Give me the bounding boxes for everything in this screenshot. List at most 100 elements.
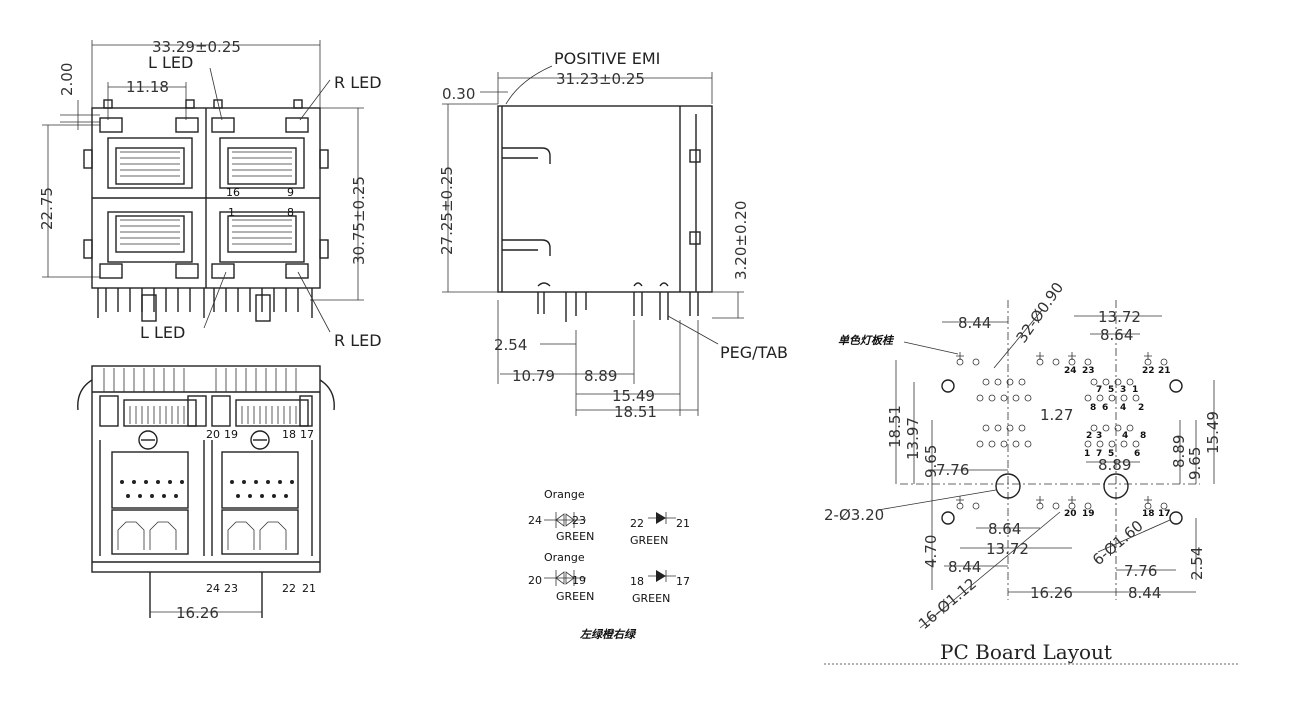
pcb-dim-9-65-right: 9.65 [1186, 447, 1204, 480]
positive-emi-label: POSITIVE EMI [554, 49, 660, 68]
pcb-dim-8-44-top: 8.44 [958, 314, 991, 332]
pcb-dim-8-44-bot: 8.44 [948, 558, 981, 576]
pcb-dim-8-89-mid: 8.89 [1098, 456, 1131, 474]
bv-pin-19: 19 [224, 428, 238, 441]
pcb-title: PC Board Layout [940, 640, 1112, 664]
pcb-pin-r7: 7 [1096, 449, 1102, 459]
dim-15-49: 15.49 [612, 387, 655, 405]
pcb-pin-r8: 8 [1140, 431, 1146, 441]
pcb-pin-l6: 6 [1102, 403, 1108, 413]
bv-pin-23: 23 [224, 582, 238, 595]
pcb-dim-1-27: 1.27 [1040, 406, 1073, 424]
pcb-pin-l7: 7 [1096, 385, 1102, 395]
pcb-dim-2-54: 2.54 [1188, 547, 1206, 580]
pcb-dim-8-89-right: 8.89 [1170, 435, 1188, 468]
dim-18-51: 18.51 [614, 403, 657, 421]
pcb-dim-8-64-top: 8.64 [1100, 326, 1133, 344]
bv-pin-24: 24 [206, 582, 220, 595]
pcb-pin-20: 20 [1064, 509, 1077, 519]
bottom-spacing-dim: 16.26 [176, 604, 219, 622]
pcb-dim-16-26: 16.26 [1030, 584, 1073, 602]
pcb-pin-r6: 6 [1134, 449, 1140, 459]
bv-pin-18: 18 [282, 428, 296, 441]
green-label-3: GREEN [556, 590, 594, 603]
pcb-dim-13-72-top: 13.72 [1098, 308, 1141, 326]
ls-pin-23: 23 [572, 514, 586, 527]
r-led-bottom-label: R LED [334, 331, 382, 350]
pcb-pin-24: 24 [1064, 366, 1077, 376]
height-dim: 30.75±0.25 [350, 176, 368, 265]
mono-led-label: 单色灯板桂 [838, 334, 895, 347]
pcb-layout: PC Board Layout 24 [824, 279, 1238, 665]
hole-callout-32: 32-Ø0.90 [1013, 279, 1068, 346]
ls-pin-20: 20 [528, 574, 542, 587]
ls-pin-22: 22 [630, 517, 644, 530]
side-height-dim: 27.25±0.25 [438, 166, 456, 255]
front-view: 33.29±0.25 11.18 2.00 22.75 30.75±0.25 [38, 38, 382, 350]
pcb-pin-l1: 1 [1132, 385, 1138, 395]
pcb-dim-18-51: 18.51 [886, 405, 904, 448]
pcb-pin-l5: 5 [1108, 385, 1114, 395]
pcb-pin-r4: 4 [1122, 431, 1128, 441]
ls-pin-24: 24 [528, 514, 542, 527]
pcb-pin-l4: 4 [1120, 403, 1126, 413]
pin-length-dim: 3.20±0.20 [732, 201, 750, 280]
pcb-dim-8-64-bot: 8.64 [988, 520, 1021, 538]
pcb-pin-22: 22 [1142, 366, 1155, 376]
pcb-dim-15-49: 15.49 [1204, 411, 1222, 454]
bottom-view: 16.26 20 19 18 17 24 23 22 21 [77, 365, 335, 622]
pcb-pin-l2: 2 [1138, 403, 1144, 413]
dim-10-79: 10.79 [512, 367, 555, 385]
hole-callout-2: 2-Ø3.20 [824, 506, 884, 524]
led-schematic: Orange 24 23 GREEN 22 21 GREEN Orange 20… [528, 488, 690, 641]
dim-2-54: 2.54 [494, 336, 527, 354]
l-led-top-label: L LED [148, 53, 193, 72]
pcb-dim-13-97: 13.97 [904, 417, 922, 460]
pcb-pin-r1: 1 [1084, 449, 1090, 459]
bv-pin-22: 22 [282, 582, 296, 595]
pcb-dim-7-76-left: 7.76 [936, 461, 969, 479]
side-length-dim: 31.23±0.25 [556, 70, 645, 88]
pcb-pin-18: 18 [1142, 509, 1155, 519]
led-caption: 左绿橙右绿 [580, 628, 637, 641]
width-dim: 33.29±0.25 [152, 38, 241, 56]
pcb-dim-13-72-bot: 13.72 [986, 540, 1029, 558]
bv-pin-17: 17 [300, 428, 314, 441]
pcb-dim-7-76-bot: 7.76 [1124, 562, 1157, 580]
bv-pin-21: 21 [302, 582, 316, 595]
pcb-pin-19: 19 [1082, 509, 1095, 519]
green-label-1: GREEN [556, 530, 594, 543]
pcb-pin-l8: 8 [1090, 403, 1096, 413]
pin-16: 16 [226, 186, 240, 199]
ls-pin-21: 21 [676, 517, 690, 530]
pcb-pin-r2: 2 [1086, 431, 1092, 441]
orange-label-2: Orange [544, 551, 585, 564]
pcb-pin-21: 21 [1158, 366, 1171, 376]
pcb-dim-4-70: 4.70 [922, 535, 940, 568]
ls-pin-18: 18 [630, 575, 644, 588]
orange-label-1: Orange [544, 488, 585, 501]
side-view: 31.23±0.25 POSITIVE EMI 0.30 27.25±0.25 … [438, 49, 788, 421]
pcb-dim-8-44-right: 8.44 [1128, 584, 1161, 602]
pcb-pin-17: 17 [1158, 509, 1171, 519]
green-label-4: GREEN [632, 592, 670, 605]
pcb-pin-l3: 3 [1120, 385, 1126, 395]
green-label-2: GREEN [630, 534, 668, 547]
pcb-pin-r5: 5 [1108, 449, 1114, 459]
peg-tab-label: PEG/TAB [720, 343, 788, 362]
pin-1: 1 [228, 206, 235, 219]
emi-dim: 0.30 [442, 85, 475, 103]
led-height-dim: 22.75 [38, 187, 56, 230]
bv-pin-20: 20 [206, 428, 220, 441]
pcb-pin-23: 23 [1082, 366, 1095, 376]
ls-pin-17: 17 [676, 575, 690, 588]
pin-9: 9 [287, 186, 294, 199]
pin-8: 8 [287, 206, 294, 219]
r-led-top-label: R LED [334, 73, 382, 92]
dim-8-89: 8.89 [584, 367, 617, 385]
l-led-bottom-label: L LED [140, 323, 185, 342]
ls-pin-19: 19 [572, 574, 586, 587]
led-spacing-dim: 11.18 [126, 78, 169, 96]
